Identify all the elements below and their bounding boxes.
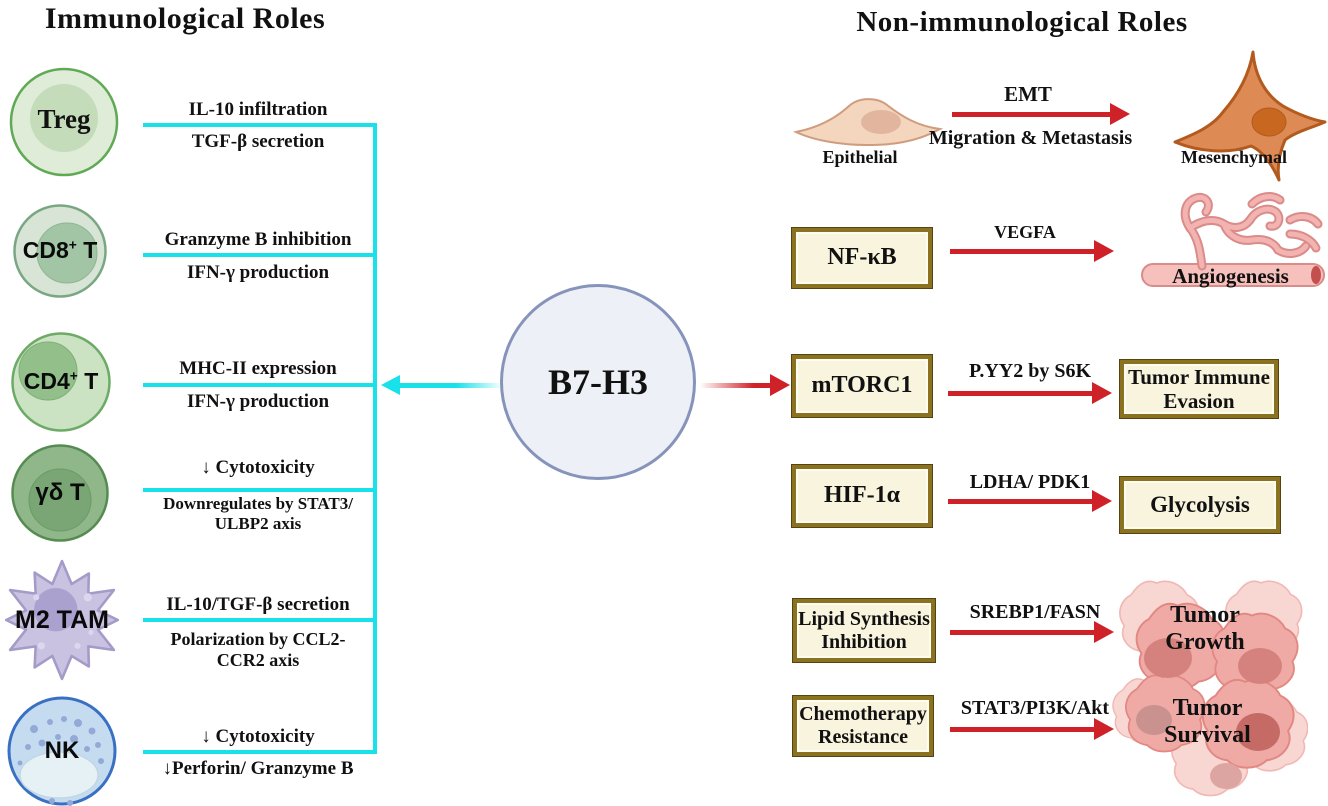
cd8-effect-top: Granzyme B inhibition [164, 229, 352, 250]
mesenchymal-cell-icon [1173, 50, 1327, 182]
gdt-effect-top: ↓ Cytotoxicity [201, 457, 315, 478]
cyan-vertical-connector [373, 123, 377, 754]
red-arrowhead-chemo-icon [1094, 718, 1114, 740]
nk-cell-label: NK [44, 737, 80, 764]
gamma-delta-t-cell-icon [11, 444, 109, 542]
red-arrowhead-hif1a-icon [1092, 490, 1112, 512]
pyy2-s6k-label: P.YY2 by S6K [968, 360, 1092, 382]
cd8-t-cell-icon [13, 204, 107, 298]
hif1a-box: HIF-1α [791, 464, 933, 528]
chemotherapy-resistance-box: Chemotherapy Resistance [792, 695, 934, 757]
red-arrow-shaft-emt [952, 112, 1112, 117]
nk-effect-top: ↓ Cytotoxicity [201, 726, 315, 747]
cd8-t-cell-label: CD8+ T [22, 237, 98, 263]
m2tam-effect-bottom: Polarization by CCL2- CCR2 axis [170, 629, 346, 671]
immunological-title: Immunological Roles [44, 2, 326, 35]
red-arrowhead-b7h3-icon [770, 374, 790, 396]
ldha-pdk1-label: LDHA/ PDK1 [969, 471, 1091, 493]
red-arrow-shaft-chemo [950, 727, 1096, 732]
mtorc1-box: mTORC1 [791, 354, 933, 418]
b7h3-node: B7-H3 [500, 284, 696, 480]
epithelial-label: Epithelial [822, 147, 898, 167]
red-arrow-shaft-hif1a [948, 499, 1094, 504]
gamma-delta-t-cell-label: γδ T [35, 479, 85, 506]
red-arrowhead-nfkb-icon [1094, 240, 1114, 262]
red-arrow-shaft-b7h3 [700, 383, 772, 388]
cd4-effect-top: MHC-II expression [179, 358, 337, 379]
cyan-line-cd8 [143, 253, 377, 257]
cd4-t-cell-label: CD4+ T [23, 368, 99, 394]
cyan-line-nk [143, 750, 374, 754]
cd8-effect-bottom: IFN-γ production [186, 262, 330, 283]
cd4-effect-bottom: IFN-γ production [186, 391, 330, 412]
emt-arrow-bottom-label: Migration & Metastasis [928, 127, 1133, 149]
red-arrow-shaft-nfkb [950, 249, 1096, 254]
stat3-pi3k-akt-label: STAT3/PI3K/Akt [960, 697, 1110, 719]
red-arrow-shaft-mtorc1 [948, 391, 1094, 396]
gdt-effect-bottom: Downregulates by STAT3/ ULBP2 axis [163, 494, 353, 534]
tumor-growth-label: Tumor Growth [1165, 602, 1245, 655]
angiogenesis-label: Angiogenesis [1172, 264, 1289, 288]
red-arrowhead-mtorc1-icon [1092, 382, 1112, 404]
m2-tam-cell-icon [4, 559, 120, 681]
m2-tam-cell-label: M2 TAM [15, 606, 109, 634]
non-immunological-title: Non-immunological Roles [856, 6, 1188, 38]
treg-cell-label: Treg [37, 104, 91, 134]
epithelial-cell-icon [793, 98, 943, 147]
angiogenesis-vessels-icon [1141, 192, 1325, 287]
m2tam-effect-top: IL-10/TGF-β secretion [166, 594, 350, 615]
treg-cell-icon [9, 67, 119, 177]
treg-effect-bottom: TGF-β secretion [191, 131, 325, 152]
cd4-t-cell-icon [11, 332, 111, 432]
nk-effect-bottom: ↓Perforin/ Granzyme B [162, 758, 354, 779]
cyan-line-treg [143, 123, 377, 127]
srebp1-fasn-label: SREBP1/FASN [969, 601, 1101, 623]
nk-cell-icon [7, 696, 117, 806]
emt-arrow-top-label: EMT [1004, 82, 1052, 106]
cyan-line-cd4 [143, 383, 377, 387]
tumor-immune-evasion-box: Tumor Immune Evasion [1119, 359, 1279, 419]
treg-effect-top: IL-10 infiltration [188, 99, 328, 120]
glycolysis-box: Glycolysis [1119, 476, 1281, 534]
vegfa-label: VEGFA [994, 222, 1056, 242]
nfkb-box: NF-κB [791, 227, 933, 289]
lipid-synthesis-box: Lipid Synthesis Inhibition [792, 598, 936, 663]
cyan-line-gdt [143, 488, 377, 492]
cyan-arrowhead-left-icon [381, 375, 400, 395]
mesenchymal-label: Mesenchymal [1181, 147, 1287, 167]
red-arrowhead-emt-icon [1110, 103, 1130, 125]
red-arrowhead-lipid-icon [1094, 621, 1114, 643]
red-arrow-shaft-lipid [950, 630, 1096, 635]
cyan-line-m2tam [143, 618, 377, 622]
tumor-cells-icon [1112, 580, 1308, 797]
tumor-survival-label: Tumor Survival [1164, 695, 1251, 748]
cyan-arrow-shaft [399, 383, 503, 388]
